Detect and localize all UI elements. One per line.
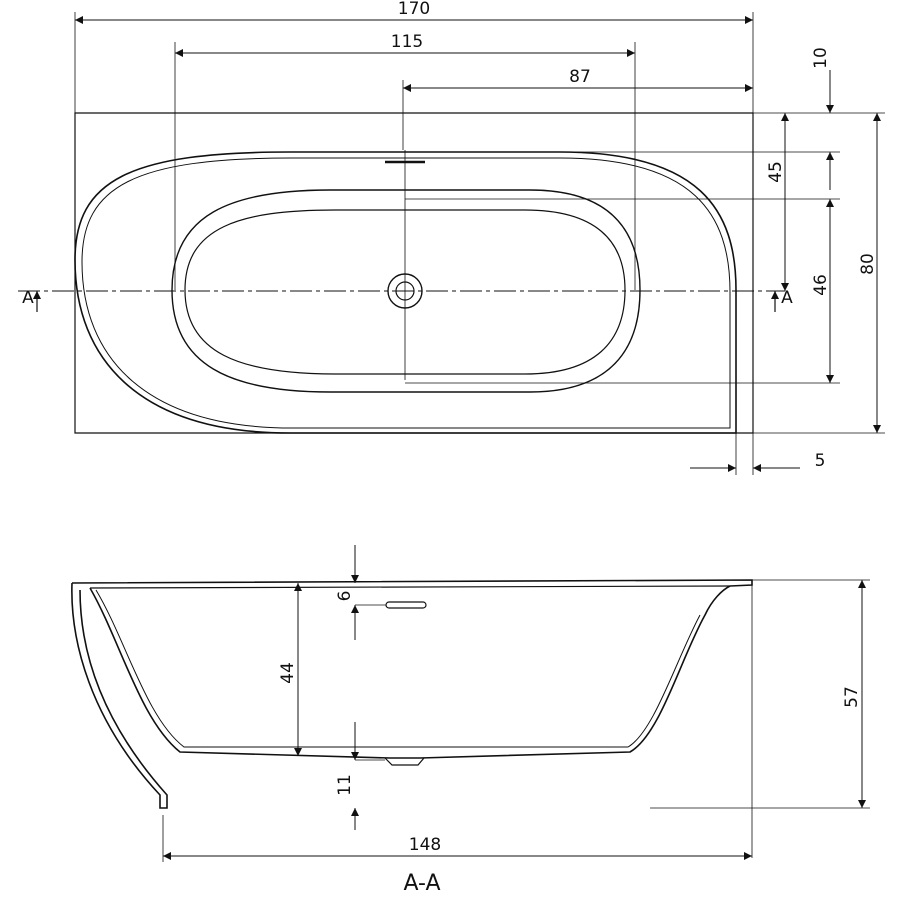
dim-inner-width-label: 46 [811, 274, 831, 296]
section-outer-shell [71, 582, 168, 809]
section-view: 6 44 57 11 148 A-A [71, 545, 870, 896]
basin-inner [184, 209, 626, 375]
dim-wall-offset-label: 5 [815, 451, 826, 471]
section-marker-right: A [781, 288, 793, 308]
section-basin-inner [89, 585, 731, 759]
tub-outer-rim-inner [81, 157, 731, 429]
dim-inner-length-label: 115 [391, 32, 423, 52]
section-title: A-A [403, 871, 440, 896]
section-rim [71, 579, 753, 587]
basin-outer [171, 189, 641, 393]
dim-rim-width-label: 10 [811, 47, 831, 69]
section-overflow [385, 601, 427, 609]
dim-overall-length-label: 170 [398, 0, 430, 19]
dim-base-length-label: 148 [409, 835, 441, 855]
section-marker-left: A [22, 288, 34, 308]
section-drain [384, 757, 425, 766]
dim-inner-depth-label: 44 [278, 662, 298, 684]
dim-overflow-offset-label: 6 [335, 591, 355, 602]
dim-overall-height-label: 57 [842, 686, 862, 708]
dim-drain-offset-label: 87 [569, 67, 591, 87]
dim-overall-width-label: 80 [858, 253, 878, 275]
dim-drain-to-back-label: 45 [766, 161, 786, 183]
top-view: 170 115 87 10 45 46 80 5 A A [18, 0, 885, 475]
tub-outer-rim [74, 151, 737, 434]
dim-base-height-label: 11 [335, 774, 355, 796]
